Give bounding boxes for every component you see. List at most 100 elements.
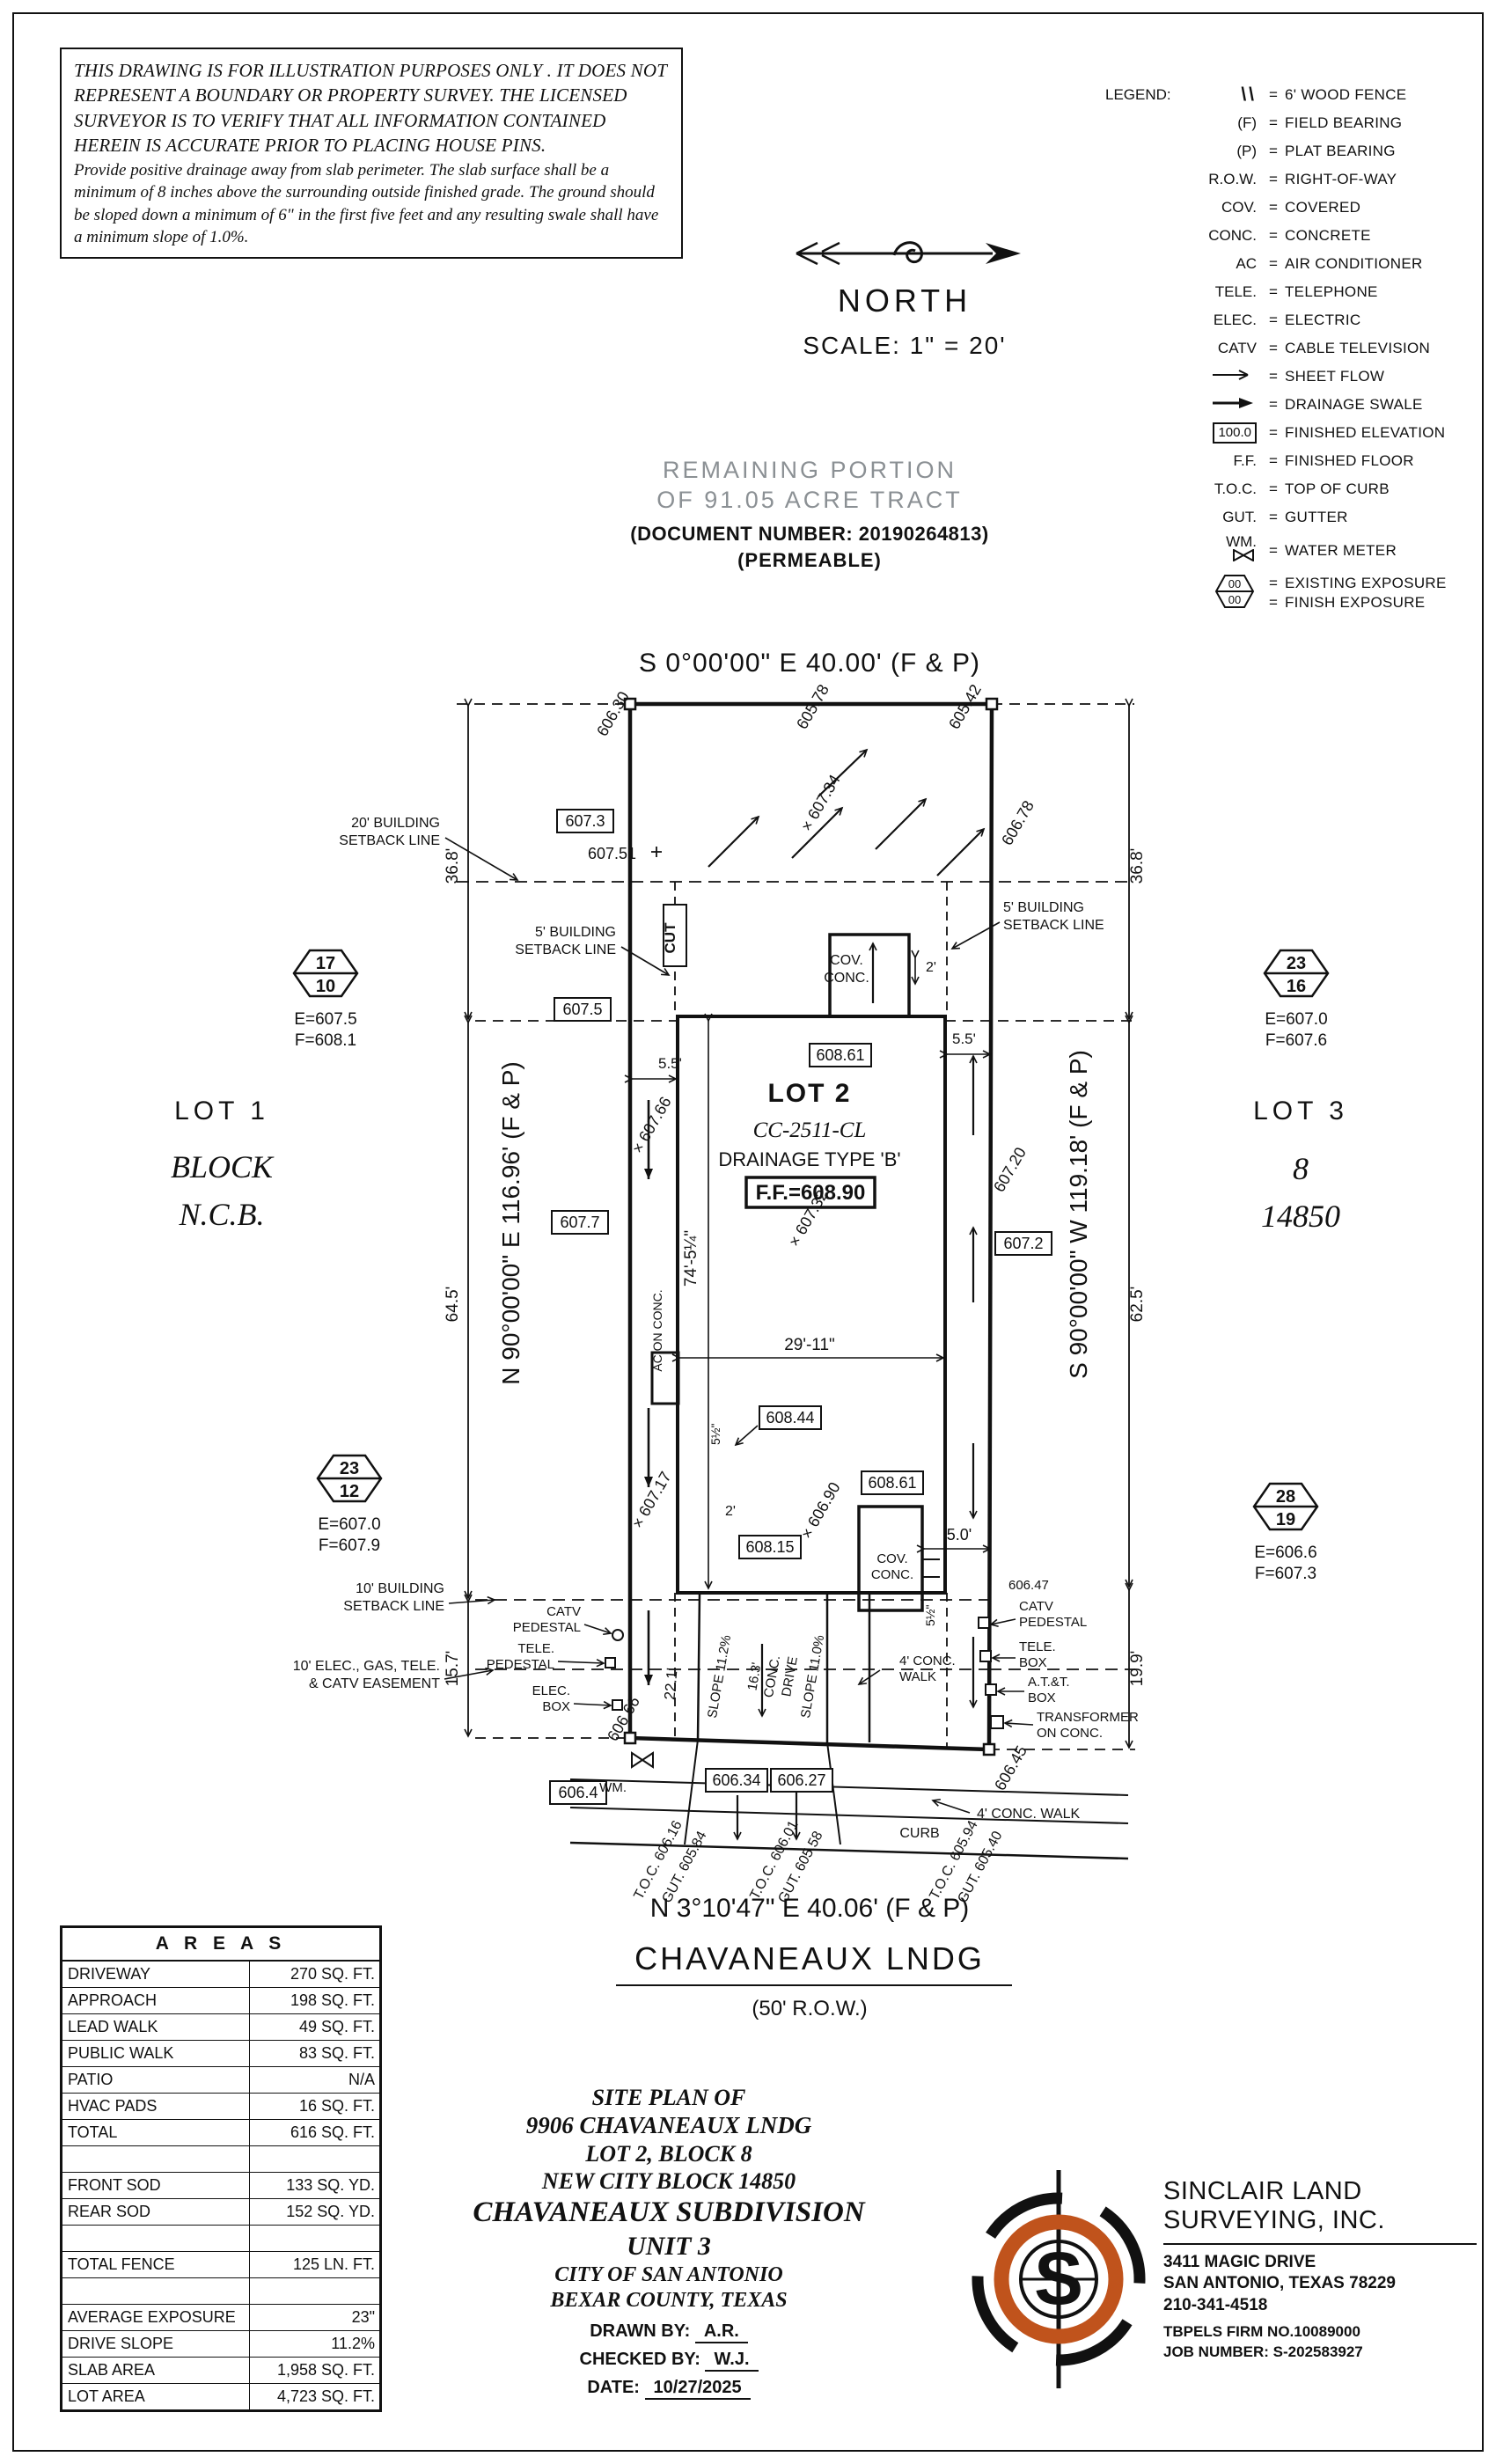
checked-by-label: CHECKED BY: — [579, 2349, 700, 2369]
equals-sign: = — [1269, 509, 1278, 525]
drawn-by-value: A.R. — [694, 2321, 748, 2343]
setback20-line2: SETBACK LINE — [339, 833, 440, 848]
lot-boundary — [623, 697, 999, 1756]
corner-pin — [623, 697, 637, 711]
hex2-e: E=607.0 — [1265, 1010, 1327, 1029]
equals-sign: = — [1269, 452, 1278, 469]
elevation-box: 608.61 — [816, 1046, 864, 1064]
area-value: 152 SQ. YD. — [249, 2199, 379, 2225]
table-row: TOTAL FENCE 125 LN. FT. — [62, 2252, 379, 2278]
elevation-box: 606.34 — [712, 1771, 760, 1789]
driveway-walk-edges — [696, 1592, 871, 1742]
equals-sign: = — [1269, 86, 1278, 103]
title-ncb: NEW CITY BLOCK 14850 — [541, 2167, 796, 2194]
setback10-line2: SETBACK LINE — [343, 1599, 444, 1614]
corner-pin — [982, 1742, 996, 1756]
hex3-bottom: 12 — [340, 1482, 359, 1501]
legend-label: ELECTRIC — [1285, 312, 1361, 328]
table-row: FRONT SOD 133 SQ. YD. — [62, 2173, 379, 2199]
drive-label-1: 16.3' — [744, 1661, 764, 1692]
area-label: DRIVEWAY — [68, 1965, 151, 1983]
firm-address-1: 3411 MAGIC DRIVE — [1163, 2252, 1316, 2271]
att-box-label-1: A.T.&T. — [1028, 1675, 1070, 1690]
scale-label: SCALE: 1" = 20' — [803, 332, 1006, 359]
wm-label: WM. — [599, 1780, 627, 1795]
legend-title: LEGEND: — [1105, 86, 1171, 103]
area-value: 133 SQ. YD. — [249, 2173, 379, 2198]
legend-label: COVERED — [1285, 199, 1361, 216]
spot-elevation: 606.78 — [998, 797, 1038, 848]
legend-symbol: (F) — [1237, 114, 1257, 131]
hex-marker-3: 23 12 E=607.0 F=607.9 — [316, 1454, 383, 1555]
area-value — [249, 2146, 379, 2172]
tele-pedestal-label-2: PEDESTAL — [487, 1657, 554, 1672]
dim-5-5-right: 5.5' — [952, 1030, 976, 1047]
area-label: PUBLIC WALK — [68, 2044, 174, 2062]
easement-line2: & CATV EASEMENT — [309, 1676, 440, 1691]
house-annotations: CUT COV. CONC. AC ON CONC. COV. CONC. — [650, 904, 913, 1582]
equals-sign: = — [1269, 143, 1278, 159]
title-subdivision: CHAVANEAUX SUBDIVISION — [473, 2196, 865, 2228]
slope-11-2: SLOPE 11.2% — [705, 1634, 734, 1720]
plus-elevation: 607.51 — [588, 845, 636, 862]
disclaimer-box: THIS DRAWING IS FOR ILLUSTRATION PURPOSE… — [60, 48, 683, 259]
spot-elevation: 605.42 — [945, 681, 985, 732]
table-row: PUBLIC WALK 83 SQ. FT. — [62, 2041, 379, 2067]
hex-marker-1: 17 10 E=607.5 F=608.1 — [292, 949, 359, 1050]
elevation-box: 606.4 — [558, 1784, 598, 1801]
transformer-symbol — [990, 1715, 1004, 1729]
street-lines — [569, 1778, 1129, 1986]
area-label — [62, 2278, 249, 2304]
setback10-line1: 10' BUILDING — [356, 1581, 444, 1596]
equals-sign: = — [1269, 542, 1278, 559]
legend-label-sheet-flow: SHEET FLOW — [1285, 368, 1385, 385]
date-value: 10/27/2025 — [644, 2377, 751, 2400]
dimension-leader-lines — [624, 950, 992, 1814]
tele-box-label-1: TELE. — [1019, 1639, 1056, 1654]
bearing-bottom: N 3°10'47" E 40.06' (F & P) — [650, 1894, 970, 1923]
bearing-right: S 90°00'00" W 119.18' (F & P) — [1065, 1050, 1092, 1379]
spot-elevation: 607.20 — [990, 1144, 1030, 1195]
hex4-e: E=606.6 — [1254, 1544, 1316, 1562]
patio-conc-label: CONC. — [871, 1567, 913, 1582]
dim-5-5-left: 5.5' — [658, 1055, 682, 1072]
firm-block: SINCLAIR LAND SURVEYING, INC. 3411 MAGIC… — [1163, 2177, 1477, 2363]
sheet-flow-arrows — [708, 748, 986, 1841]
wood-fence-symbol: \\ — [1241, 84, 1257, 105]
checked-by-value: W.J. — [705, 2349, 759, 2372]
table-row: DRIVEWAY 270 SQ. FT. — [62, 1962, 379, 1988]
right-elevation-606-47: 606.47 — [1008, 1578, 1049, 1593]
area-value: 23" — [249, 2305, 379, 2330]
legend-symbol: CONC. — [1208, 227, 1257, 244]
elevation-box: 607.2 — [1003, 1235, 1043, 1252]
dim-36-8-right: 36.8' — [1128, 848, 1147, 884]
setback5-left-line1: 5' BUILDING — [535, 925, 616, 940]
hex2-top: 23 — [1287, 954, 1306, 973]
dim-22-1: 22.1' — [661, 1668, 680, 1701]
hex1-bottom: 10 — [316, 977, 335, 996]
tele-pedestal-symbol — [605, 1657, 616, 1668]
date-label: DATE: — [587, 2377, 640, 2397]
equals-sign: = — [1269, 199, 1278, 216]
hex3-top: 23 — [340, 1459, 359, 1478]
legend-label: PLAT BEARING — [1285, 143, 1396, 159]
tele-pedestal-label-1: TELE. — [517, 1641, 554, 1656]
utility-labels: CATV PEDESTAL TELE. PEDESTAL ELEC. BOX W… — [487, 1578, 1139, 1795]
area-label: HVAC PADS — [68, 2097, 158, 2115]
table-row: SLAB AREA 1,958 SQ. FT. — [62, 2358, 379, 2384]
hex-marker-4: 28 19 E=606.6 F=607.3 — [1252, 1482, 1319, 1583]
tele-box-label-2: BOX — [1019, 1655, 1047, 1670]
areas-table-title: A R E A S — [62, 1928, 379, 1962]
area-value: 270 SQ. FT. — [249, 1962, 379, 1987]
lot3-name: LOT 3 — [1253, 1096, 1348, 1126]
hex1-top: 17 — [316, 954, 335, 973]
lot3-ncb-number: 14850 — [1261, 1199, 1340, 1234]
bearing-left: N 90°00'00" E 116.96' (F & P) — [497, 1061, 524, 1385]
area-value: 1,958 SQ. FT. — [249, 2358, 379, 2383]
water-meter-symbol — [631, 1751, 654, 1769]
walk-bottom-label: 4' CONC. WALK — [977, 1807, 1080, 1822]
firm-job-number: JOB NUMBER: S-202583927 — [1163, 2343, 1363, 2360]
hex4-bottom: 19 — [1276, 1510, 1295, 1529]
area-value: 125 LN. FT. — [249, 2252, 379, 2277]
legend: LEGEND: \\ = 6' WOOD FENCE (F) = FIELD B… — [1105, 81, 1475, 616]
